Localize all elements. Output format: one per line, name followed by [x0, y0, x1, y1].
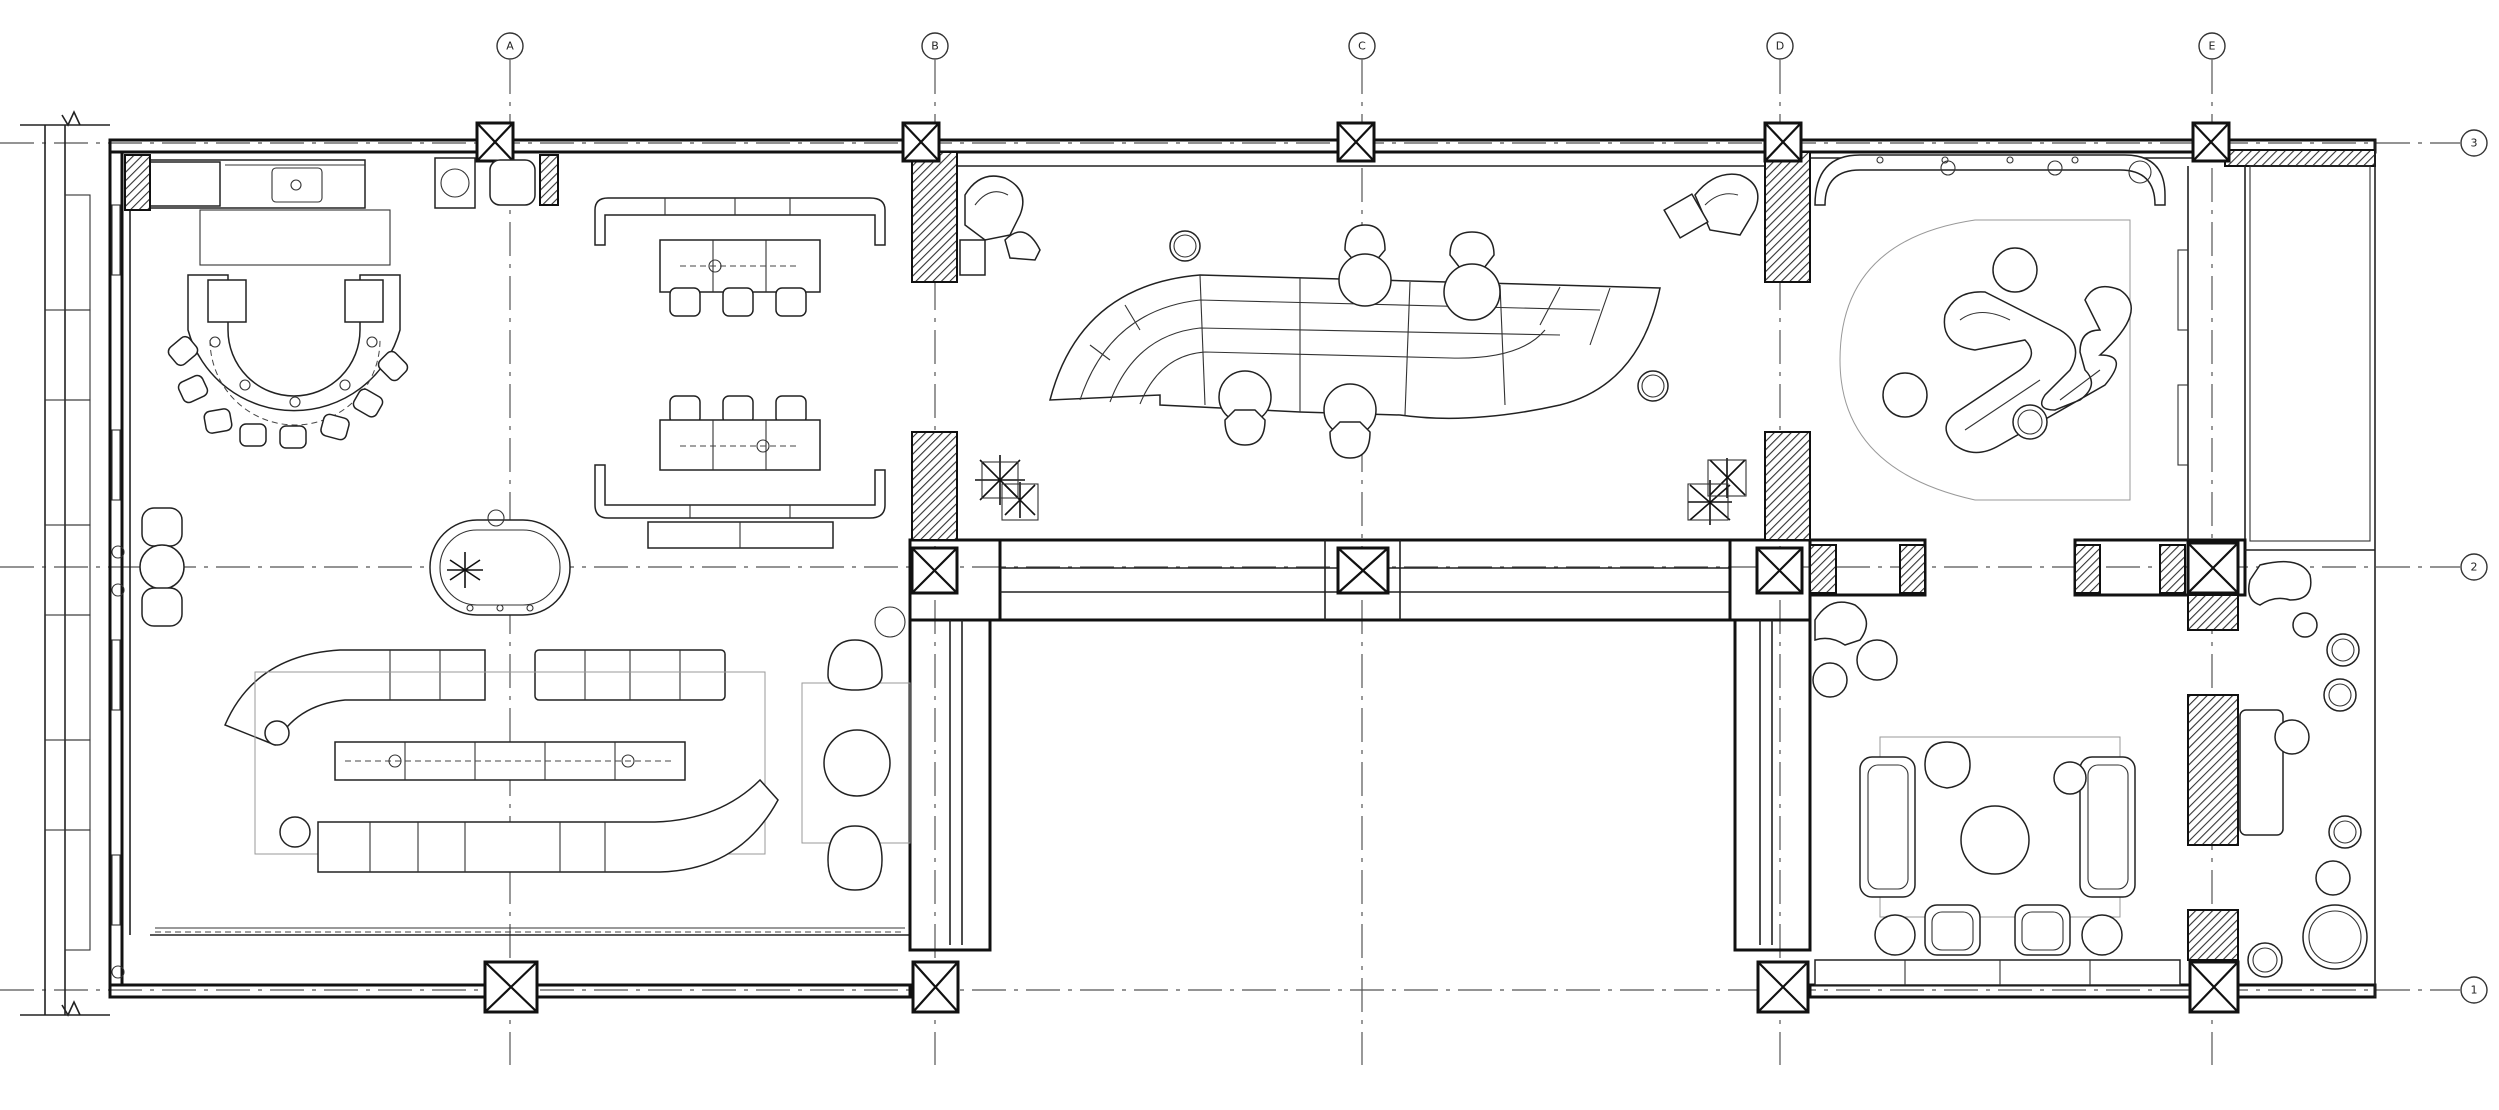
- grid-bubble-e: E: [2198, 32, 2226, 60]
- column-bench-a2: [429, 509, 571, 616]
- grid-bubble-d: D: [1766, 32, 1794, 60]
- serpentine-sofa-area: [1839, 219, 2132, 501]
- plant-a2: [447, 552, 483, 588]
- column-b1: [911, 960, 960, 1014]
- column-d1: [1756, 960, 1810, 1014]
- lounge-sofa-lower: [279, 778, 779, 873]
- column-d3: [1763, 121, 1803, 163]
- plant-center-left: [975, 455, 1039, 521]
- grid-label-d: D: [1776, 40, 1784, 53]
- grid-label-b: B: [931, 40, 939, 53]
- column-a1: [483, 960, 539, 1014]
- floor-light-row: [155, 927, 905, 933]
- grid-label-a: A: [506, 40, 514, 53]
- exterior-walls: [108, 138, 2377, 999]
- kitchen-counter: [124, 154, 559, 266]
- reading-nook-a: [801, 606, 911, 891]
- curved-bar-display: [1814, 154, 2166, 206]
- grid-bubble-a: A: [496, 32, 524, 60]
- center-stools: [1218, 224, 1501, 459]
- wall-panel-e: [2249, 165, 2371, 542]
- grid-label-1: 1: [2471, 984, 2478, 997]
- side-room-seating: [2239, 560, 2368, 978]
- left-facade: [20, 110, 125, 1017]
- lounge-seating-lower-right: [1814, 736, 2181, 986]
- column-e1: [2188, 960, 2240, 1014]
- u-bar-counter: [187, 274, 401, 426]
- lounge-sofa-upper-left: [224, 649, 486, 746]
- grid-bubble-c: C: [1348, 32, 1376, 60]
- center-side-tables: [1169, 230, 1669, 402]
- grid-label-c: C: [1358, 40, 1366, 53]
- grid-bubble-3: 3: [2460, 129, 2488, 157]
- grid-bubble-2: 2: [2460, 553, 2488, 581]
- column-e3: [2191, 121, 2231, 163]
- column-e2: [2186, 541, 2240, 595]
- grid-label-e: E: [2209, 40, 2216, 53]
- accent-chair-cluster: [1812, 601, 1898, 698]
- center-armchair-left: [959, 175, 1041, 276]
- dining-banquette-lower: [594, 395, 886, 549]
- curved-sofa-center: [1049, 274, 1661, 420]
- column-d2: [1755, 546, 1804, 595]
- grid-label-2: 2: [2471, 561, 2478, 574]
- column-a3: [475, 121, 515, 163]
- dining-banquette-upper: [594, 197, 886, 317]
- grid-bubble-1: 1: [2460, 976, 2488, 1004]
- plant-center-right: [1687, 458, 1747, 525]
- center-armchair-right: [1663, 173, 1759, 239]
- interior-walls: [908, 151, 2375, 961]
- column-b2: [910, 546, 959, 595]
- grid-bubble-b: B: [921, 32, 949, 60]
- column-c2: [1336, 546, 1390, 595]
- column-b3: [901, 121, 941, 163]
- lounge-sofa-upper-right: [534, 649, 726, 701]
- window-seating: [139, 507, 185, 627]
- bar-stools-left: [167, 335, 409, 449]
- grid-label-3: 3: [2471, 137, 2478, 150]
- column-c3: [1336, 121, 1376, 163]
